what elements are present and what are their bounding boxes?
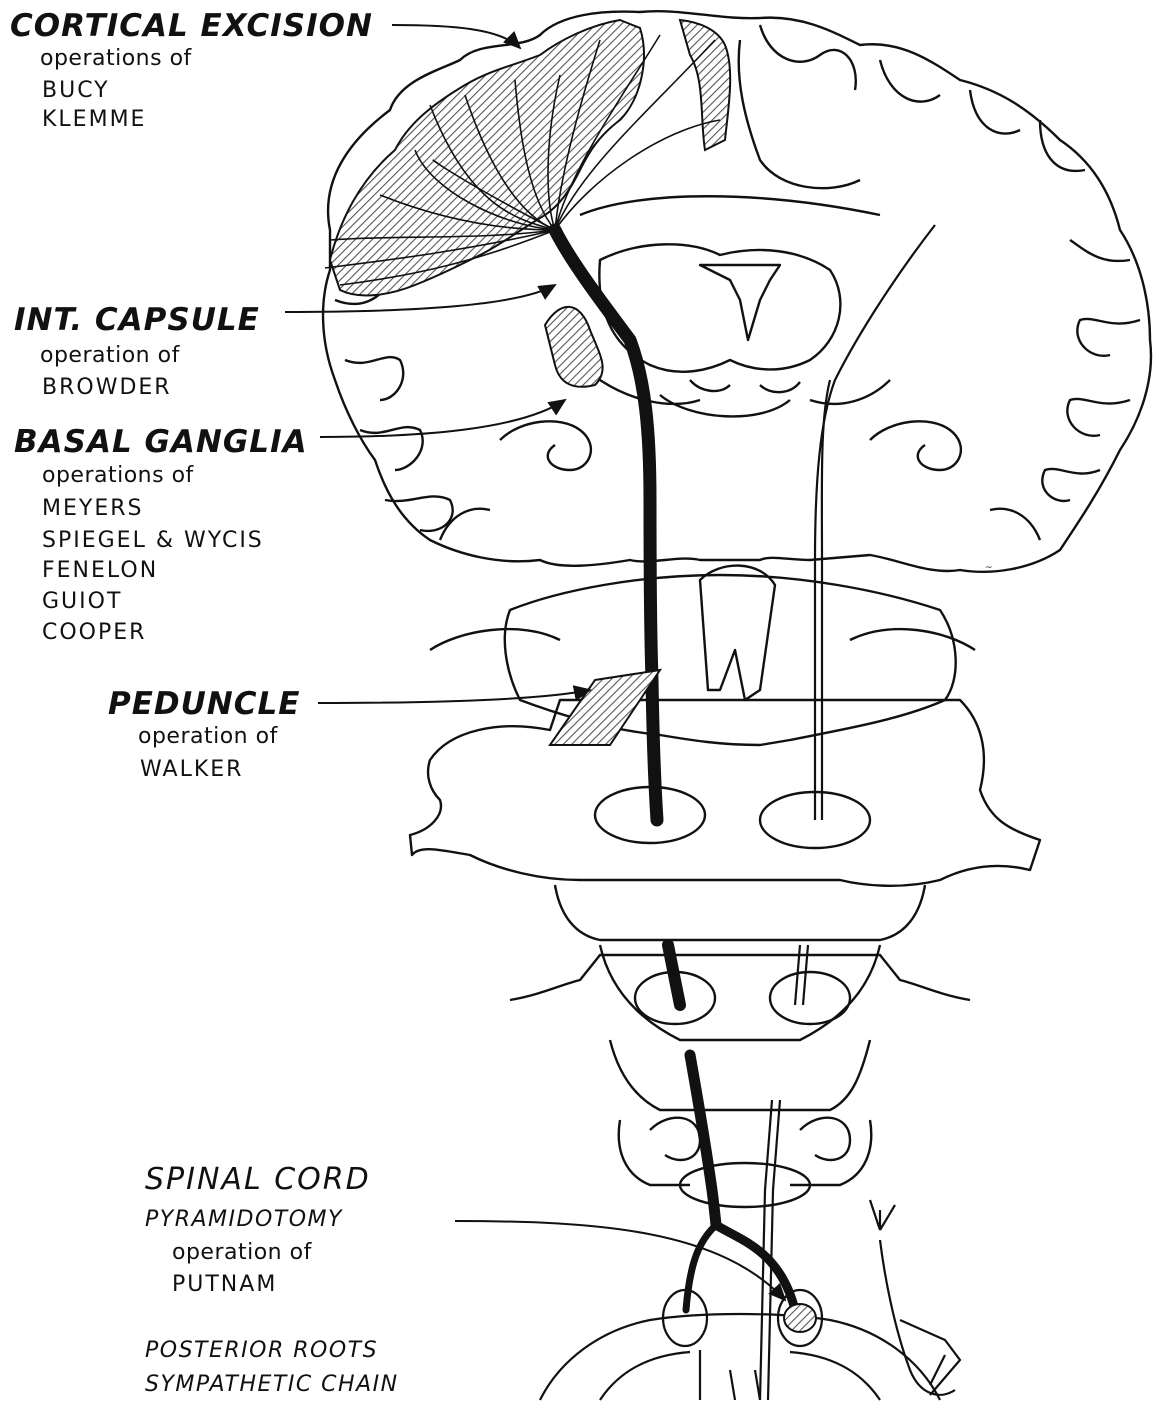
peduncle-sub: operation of <box>138 724 278 749</box>
gyri-top <box>739 25 1085 188</box>
third-ventricle <box>700 265 780 340</box>
gyri-left <box>335 280 490 540</box>
surgeon-meyers: MEYERS <box>42 496 143 521</box>
hippocampus-right <box>870 421 961 470</box>
gyri-right <box>990 240 1140 540</box>
surgeon-bucy: BUCY <box>42 78 110 103</box>
pyramidotomy-label: PYRAMIDOTOMY <box>145 1207 343 1232</box>
surgeon-klemme: KLEMME <box>42 107 146 132</box>
cortex-hatched <box>330 20 730 387</box>
surgeon-browder: BROWDER <box>42 375 172 400</box>
surgeon-guiot: GUIOT <box>42 589 122 614</box>
hippocampus-left <box>500 421 591 470</box>
pons <box>410 700 1040 886</box>
basal-region <box>660 395 790 416</box>
sympathetic-chain-label: SYMPATHETIC CHAIN <box>145 1372 399 1397</box>
basal-ganglia-title: BASAL GANGLIA <box>14 424 308 460</box>
surgeon-fenelon: FENELON <box>42 558 158 583</box>
thalamus-left <box>600 380 730 404</box>
cortical-excision-sub: operations of <box>40 46 192 71</box>
medulla-upper <box>510 885 970 1040</box>
int-capsule-title: INT. CAPSULE <box>14 302 260 338</box>
uncrossed-tract <box>760 225 935 1400</box>
spinal-cord-section <box>540 1200 960 1400</box>
int-capsule-sub: operation of <box>40 343 180 368</box>
posterior-roots-label: POSTERIOR ROOTS <box>145 1338 378 1363</box>
surgeon-spiegel-wycis: SPIEGEL & WYCIS <box>42 528 264 553</box>
cortical-excision-title: CORTICAL EXCISION <box>10 8 373 44</box>
spinal-cord-title: SPINAL CORD <box>145 1162 371 1197</box>
artist-signature: ~ <box>985 563 993 573</box>
brainstem <box>410 566 1040 1207</box>
peduncle-title: PEDUNCLE <box>108 686 300 722</box>
corticospinal-tract <box>555 230 795 1310</box>
basal-ganglia-sub: operations of <box>42 463 194 488</box>
surgeon-walker: WALKER <box>140 757 243 782</box>
surgeon-putnam: PUTNAM <box>172 1272 277 1297</box>
pyramidotomy-lesion <box>784 1304 816 1332</box>
corpus-callosum <box>580 196 880 215</box>
medulla-nucleus-right <box>770 972 850 1024</box>
pyramidotomy-sub: operation of <box>172 1240 312 1265</box>
thalamus-right <box>760 380 890 404</box>
surgeon-cooper: COOPER <box>42 620 146 645</box>
